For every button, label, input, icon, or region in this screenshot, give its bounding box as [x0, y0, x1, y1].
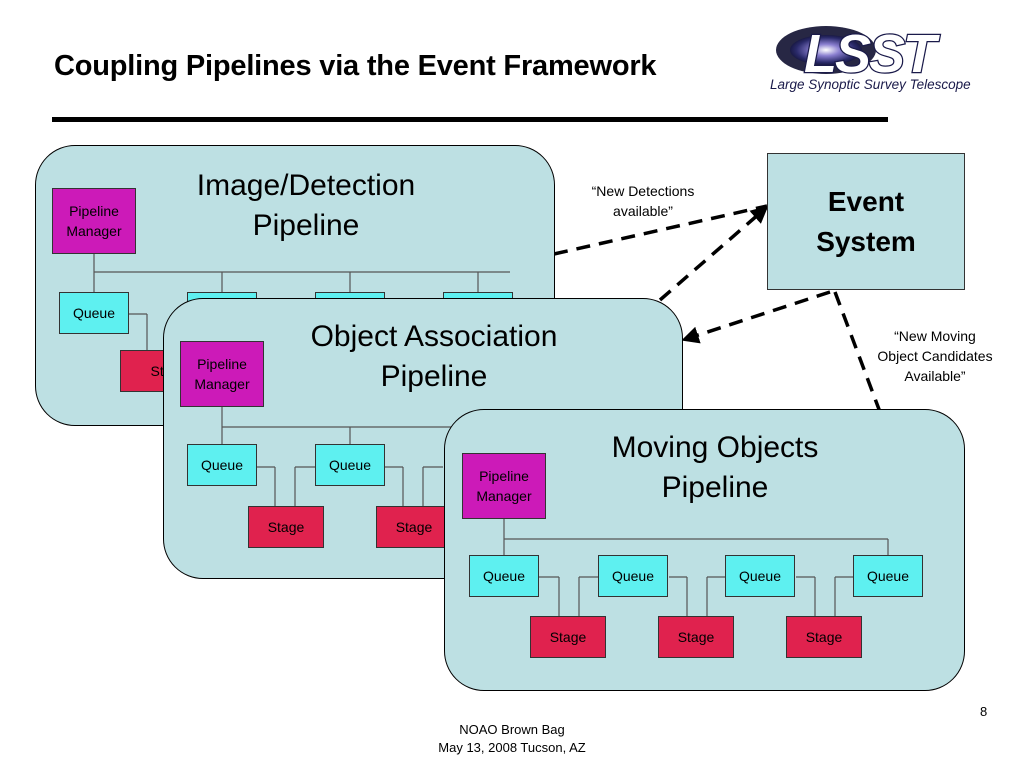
slide-footer: NOAO Brown Bag May 13, 2008 Tucson, AZ [438, 722, 586, 755]
pipeline-title: Image/Detection Pipeline [196, 169, 416, 242]
event-system-label-line1: Event [827, 185, 905, 217]
event-system-label-line2: System [816, 225, 916, 257]
stage-box: Stage [530, 616, 606, 658]
svg-text:LSST: LSST [804, 24, 940, 84]
stage-box: Stage [658, 616, 734, 658]
queue-box: Queue [59, 292, 129, 334]
page-number: 8 [980, 704, 988, 719]
queue-box: Queue [598, 555, 668, 597]
pipeline-wires [503, 518, 889, 616]
lsst-logo: LSST Large Synoptic Survey Telescope [764, 22, 1004, 100]
logo-tagline: Large Synoptic Survey Telescope [770, 77, 971, 92]
new-moving-object-note: “New Moving Object Candidates Available” [877, 328, 993, 384]
pipeline-wires [93, 254, 510, 354]
connector-object-association-in [658, 205, 769, 302]
pipeline-title: Moving Objects Pipeline [611, 431, 819, 504]
queue-box: Queue [853, 555, 923, 597]
new-detections-note: “New Detections available” [591, 183, 695, 219]
title-rule [52, 117, 888, 122]
pipeline-title: Object Association Pipeline [310, 320, 558, 393]
queue-box: Queue [187, 444, 257, 486]
queue-box: Queue [469, 555, 539, 597]
slide-title: Coupling Pipelines via the Event Framewo… [54, 50, 657, 82]
stage-box: Stage [376, 506, 452, 548]
queue-box: Queue [315, 444, 385, 486]
connector-image-detection [553, 204, 768, 256]
connector-object-association-out [681, 290, 831, 344]
stage-box: Stage [786, 616, 862, 658]
queue-box: Queue [725, 555, 795, 597]
stage-box: Stage [248, 506, 324, 548]
event-system-box: Event System [767, 153, 965, 290]
